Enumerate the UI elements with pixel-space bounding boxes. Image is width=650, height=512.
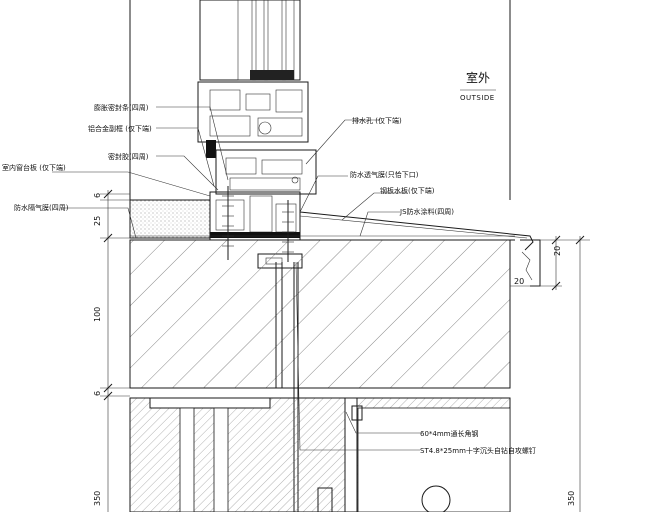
left-dimension-lines	[100, 189, 130, 512]
dim-6-mid: 6	[93, 391, 102, 396]
window-frame-profile	[197, 0, 317, 195]
label-vapor-film: 防水隔气膜(四周)	[14, 203, 69, 212]
dim-350-right: 350	[567, 491, 576, 506]
dim-100: 100	[93, 307, 102, 322]
label-sealant: 密封胶(四周)	[108, 152, 149, 161]
indoor-sill-board	[129, 199, 211, 239]
outside-label-en: OUTSIDE	[460, 94, 495, 102]
label-angle-steel: 60*4mm通长角钢	[420, 429, 479, 438]
wall-outline	[129, 0, 511, 201]
dim-20-upper: 20	[553, 246, 562, 256]
lower-structure	[129, 397, 511, 512]
label-indoor-board: 室内窗台板 (仅下端)	[2, 163, 66, 172]
leader-lines	[52, 89, 496, 451]
outside-label-cn: 室外	[466, 70, 490, 85]
dim-20-lower: 20	[514, 277, 524, 286]
concrete-wall-upper	[129, 235, 515, 389]
right-dimension-lines	[510, 235, 590, 512]
steel-flashing	[299, 211, 541, 287]
label-screw: ST4.8*25mm十字沉头自钻自攻螺钉	[420, 446, 536, 455]
label-steel-drip: 钢板水板(仅下端)	[380, 186, 435, 195]
label-alu-trim: 铝合金副框 (仅下端)	[88, 124, 152, 133]
dim-25: 25	[93, 216, 102, 226]
label-foam-tape: 膨胀密封条(四周)	[94, 103, 149, 112]
label-drain-hole: 排水孔 (仅下端)	[352, 116, 402, 125]
dim-6-top: 6	[93, 193, 102, 198]
label-breathable-film: 防水透气膜(只恰下口)	[350, 170, 419, 179]
dim-350-left: 350	[93, 491, 102, 506]
label-js-coating: JS防水涂料(四周)	[399, 207, 454, 216]
